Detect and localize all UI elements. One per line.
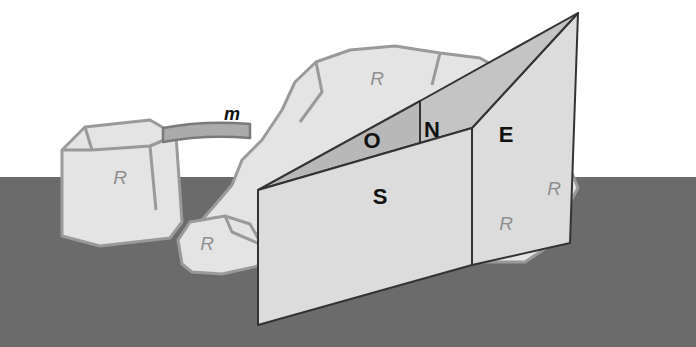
rock-crack <box>225 216 262 245</box>
face-label: O <box>363 130 380 152</box>
rock-label: R <box>370 69 384 88</box>
face-label: N <box>424 119 440 141</box>
part-label: m <box>224 105 240 123</box>
rock <box>178 216 262 274</box>
rock-label: R <box>547 179 561 198</box>
rock-crack <box>62 127 176 210</box>
face-label: E <box>499 124 514 146</box>
face-label: S <box>373 186 388 208</box>
rock-label: R <box>200 234 214 253</box>
face-s <box>258 128 472 325</box>
beam <box>163 123 250 142</box>
rock-label: R <box>113 168 127 187</box>
rock-label: R <box>499 214 513 233</box>
